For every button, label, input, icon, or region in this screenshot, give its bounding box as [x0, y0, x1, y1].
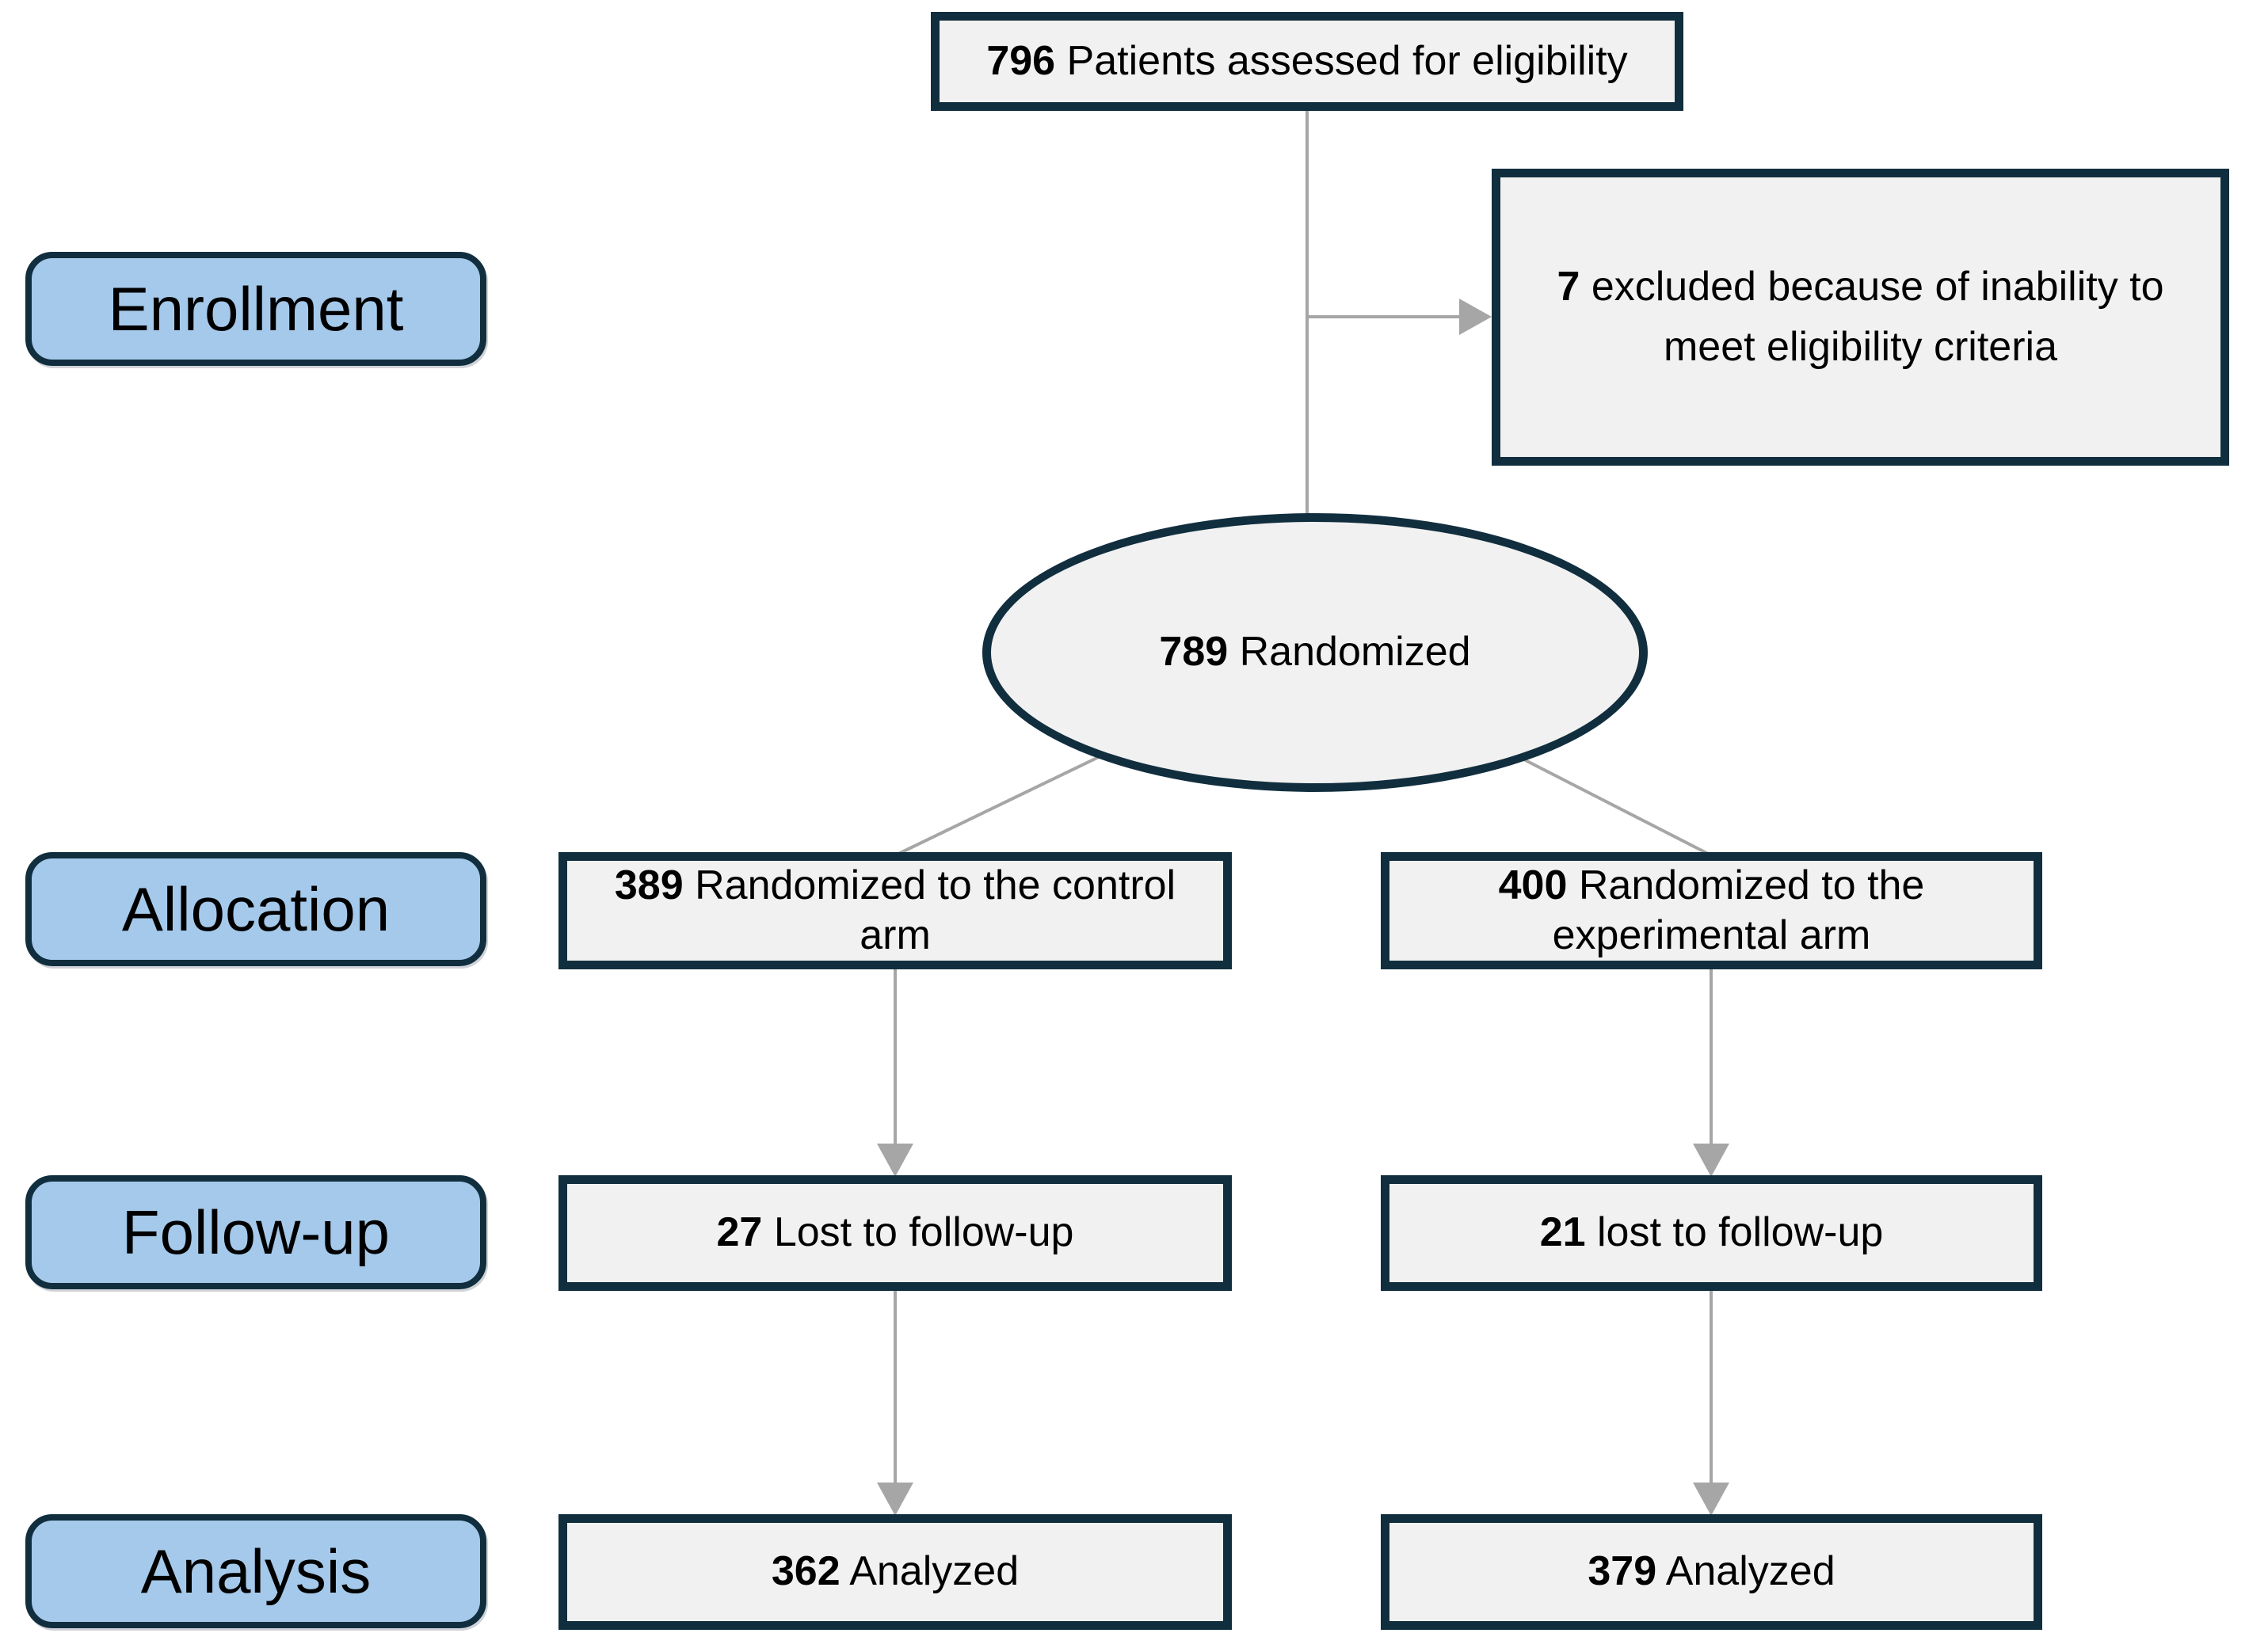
node-experimental-followup: 21 lost to follow-up [1381, 1175, 2042, 1291]
experimental-allocation-count: 400 [1498, 862, 1568, 908]
assessed-count: 796 [986, 37, 1056, 84]
stage-label-enrollment: Enrollment [25, 252, 486, 366]
experimental-analysis-label: Analyzed [1665, 1548, 1835, 1595]
node-randomized-ellipse: 789 Randomized [982, 513, 1648, 792]
node-assessed-for-eligibility: 796 Patients assessed for eligibility [931, 12, 1683, 111]
node-experimental-allocation-text: 400 Randomized to the experimental arm [1474, 861, 1950, 961]
control-analysis-arrowhead-icon [877, 1483, 913, 1516]
control-allocation-count: 389 [614, 862, 684, 908]
node-experimental-allocation: 400 Randomized to the experimental arm [1381, 852, 2042, 969]
experimental-allocation-label: Randomized to the experimental arm [1552, 862, 1925, 958]
node-randomized-text: 789 Randomized [1159, 627, 1470, 677]
excluded-label: excluded because of inability to meet el… [1591, 264, 2164, 370]
node-control-analysis-text: 362 Analyzed [772, 1547, 1019, 1597]
node-control-analysis: 362 Analyzed [558, 1514, 1232, 1630]
randomized-label: Randomized [1239, 629, 1471, 676]
experimental-followup-arrowhead-icon [1693, 1144, 1729, 1177]
excluded-arrowhead-icon [1459, 299, 1492, 335]
control-analysis-count: 362 [771, 1548, 841, 1595]
stage-label-analysis-text: Analysis [140, 1536, 372, 1606]
stage-label-analysis: Analysis [25, 1514, 486, 1628]
stage-label-allocation-text: Allocation [121, 874, 391, 944]
excluded-count: 7 [1557, 264, 1580, 310]
node-control-followup: 27 Lost to follow-up [558, 1175, 1232, 1291]
stage-label-followup: Follow-up [25, 1175, 486, 1289]
node-experimental-analysis-text: 379 Analyzed [1588, 1547, 1835, 1597]
node-assessed-text: 796 Patients assessed for eligibility [986, 36, 1627, 86]
experimental-analysis-count: 379 [1588, 1548, 1657, 1595]
randomized-count: 789 [1159, 629, 1229, 676]
experimental-followup-count: 21 [1539, 1209, 1586, 1256]
experimental-analysis-arrowhead-icon [1693, 1483, 1729, 1516]
control-followup-label: Lost to follow-up [773, 1209, 1074, 1256]
node-excluded-text: 7 excluded because of inability to meet … [1544, 257, 2178, 377]
control-followup-count: 27 [716, 1209, 763, 1256]
stage-label-allocation: Allocation [25, 852, 486, 966]
stage-label-enrollment-text: Enrollment [108, 274, 404, 344]
control-followup-arrowhead-icon [877, 1144, 913, 1177]
control-analysis-label: Analyzed [849, 1548, 1020, 1595]
node-control-allocation-text: 389 Randomized to the control arm [598, 861, 1192, 961]
experimental-followup-label: lost to follow-up [1597, 1209, 1884, 1256]
node-experimental-followup-text: 21 lost to follow-up [1540, 1208, 1884, 1258]
control-allocation-label: Randomized to the control arm [695, 862, 1176, 958]
node-experimental-analysis: 379 Analyzed [1381, 1514, 2042, 1630]
assessed-label: Patients assessed for eligibility [1066, 37, 1628, 84]
stage-label-followup-text: Follow-up [121, 1197, 391, 1267]
node-control-allocation: 389 Randomized to the control arm [558, 852, 1232, 969]
node-control-followup-text: 27 Lost to follow-up [717, 1208, 1074, 1258]
node-excluded: 7 excluded because of inability to meet … [1492, 169, 2229, 466]
